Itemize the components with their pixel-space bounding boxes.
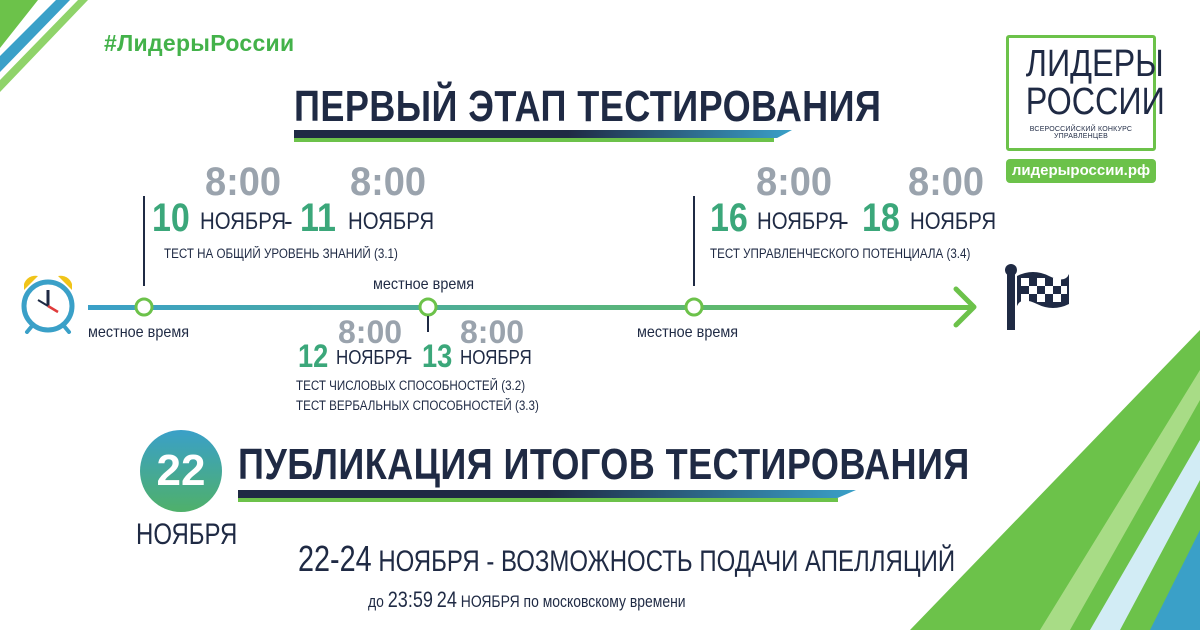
stage-2-time-start: 8:00 bbox=[338, 314, 403, 350]
stage-2-local-time: местное время bbox=[373, 276, 475, 293]
appeal-line-1: 22-24 НОЯБРЯ - ВОЗМОЖНОСТЬ ПОДАЧИ АПЕЛЛЯ… bbox=[298, 538, 955, 580]
corner-decoration-bottom-right bbox=[910, 330, 1200, 630]
stage-1-day-start: 10 bbox=[152, 196, 190, 240]
stage-1-local-time: местное время bbox=[88, 324, 190, 341]
page-title: ПЕРВЫЙ ЭТАП ТЕСТИРОВАНИЯ bbox=[294, 82, 882, 131]
stage-3-day-end: 18 bbox=[862, 196, 900, 240]
website-link[interactable]: лидерыроссии.рф bbox=[1006, 159, 1156, 183]
stage-2-description-2: ТЕСТ ВЕРБАЛЬНЫХ СПОСОБНОСТЕЙ (3.3) bbox=[296, 398, 539, 413]
appeal-prefix: до bbox=[368, 592, 384, 611]
logo-line-1: ЛИДЕРЫ bbox=[1025, 43, 1164, 85]
stage-3-time-end: 8:00 bbox=[908, 160, 985, 204]
stage-3-month-end: НОЯБРЯ bbox=[910, 208, 997, 235]
results-title-underline-accent bbox=[238, 498, 838, 502]
stage-2-dash: - bbox=[405, 344, 413, 369]
stage-2-day-start: 12 bbox=[298, 338, 329, 374]
appeal-range: 22-24 bbox=[298, 538, 372, 579]
appeal-suffix: по московскому времени bbox=[523, 592, 686, 611]
stage-2-month-end: НОЯБРЯ bbox=[460, 347, 532, 369]
appeal-text: - ВОЗМОЖНОСТЬ ПОДАЧИ АПЕЛЛЯЦИЙ bbox=[486, 545, 956, 578]
timeline bbox=[88, 286, 977, 328]
results-month: НОЯБРЯ bbox=[136, 518, 238, 551]
stage-1-time-start: 8:00 bbox=[205, 160, 282, 204]
stage-2-day-end: 13 bbox=[422, 338, 453, 374]
stage-2-month-start: НОЯБРЯ bbox=[336, 347, 408, 369]
appeal-month: НОЯБРЯ bbox=[378, 545, 480, 578]
logo-subtitle: ВСЕРОССИЙСКИЙ КОНКУРС УПРАВЛЕНЦЕВ bbox=[1029, 126, 1133, 140]
stage-1-description: ТЕСТ НА ОБЩИЙ УРОВЕНЬ ЗНАНИЙ (3.1) bbox=[164, 246, 398, 261]
stage-1-marker bbox=[143, 196, 145, 286]
stage-3-day-start: 16 bbox=[710, 196, 748, 240]
logo-line-2: РОССИИ bbox=[1025, 81, 1165, 123]
results-day-badge: 22 bbox=[140, 430, 222, 512]
results-title-underline bbox=[238, 490, 856, 498]
stage-2-time-end: 8:00 bbox=[460, 314, 525, 350]
stage-3-month-start: НОЯБРЯ bbox=[757, 208, 844, 235]
title-underline-accent bbox=[294, 138, 774, 142]
stage-1-dash: - bbox=[284, 206, 293, 236]
appeal-line-2: до 23:59 24 НОЯБРЯ по московскому времен… bbox=[368, 587, 686, 613]
appeal-day: 24 bbox=[436, 587, 457, 612]
appeal-time: 23:59 bbox=[387, 587, 433, 612]
hashtag: #ЛидерыРоссии bbox=[104, 30, 295, 56]
appeal-deadline-month: НОЯБРЯ bbox=[460, 592, 520, 611]
corner-decoration-top-left bbox=[0, 0, 88, 92]
stage-1-month-start: НОЯБРЯ bbox=[200, 208, 287, 235]
stage-2-marker bbox=[427, 316, 429, 332]
stage-3-dash: - bbox=[840, 206, 849, 236]
results-title: ПУБЛИКАЦИЯ ИТОГОВ ТЕСТИРОВАНИЯ bbox=[238, 440, 970, 489]
checkered-flag-icon bbox=[1005, 264, 1069, 330]
stage-2-description-1: ТЕСТ ЧИСЛОВЫХ СПОСОБНОСТЕЙ (3.2) bbox=[296, 378, 526, 393]
stage-1-month-end: НОЯБРЯ bbox=[348, 208, 435, 235]
stage-1-time-end: 8:00 bbox=[350, 160, 427, 204]
stage-3-time-start: 8:00 bbox=[756, 160, 833, 204]
title-underline bbox=[294, 130, 792, 138]
stage-3-local-time: местное время bbox=[637, 324, 739, 341]
alarm-clock-icon bbox=[21, 275, 75, 334]
stage-1-day-end: 11 bbox=[300, 196, 336, 240]
logo bbox=[1006, 35, 1156, 151]
stage-3-description: ТЕСТ УПРАВЛЕНЧЕСКОГО ПОТЕНЦИАЛА (3.4) bbox=[710, 246, 971, 261]
stage-3-marker bbox=[693, 196, 695, 286]
